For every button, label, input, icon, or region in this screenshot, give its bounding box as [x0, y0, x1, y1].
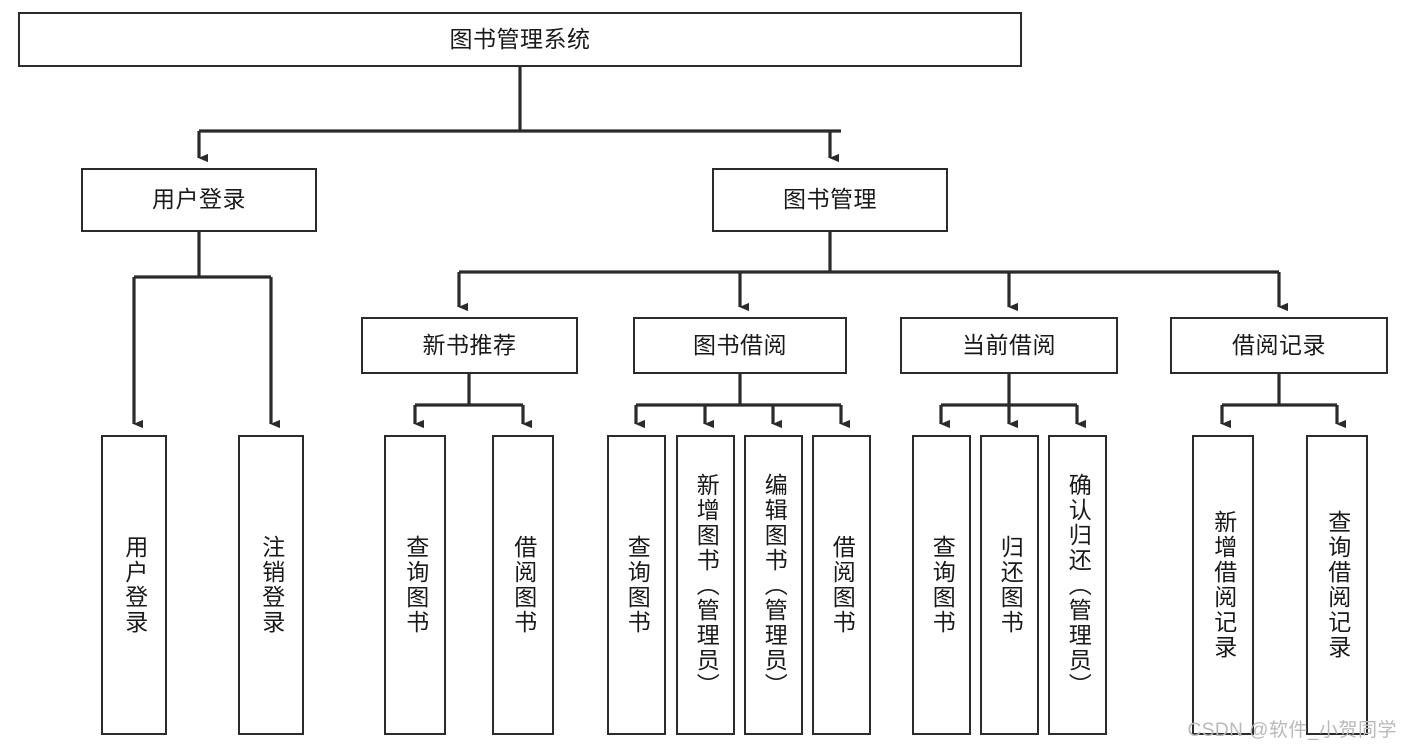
leaf-user-login-label: 用户登录 — [121, 535, 148, 635]
leaf-logout-label: 注销登录 — [258, 535, 285, 635]
leaf-recommend-query-book-label: 查询图书 — [402, 535, 429, 635]
leaf-user-login[interactable]: 用户登录 — [101, 435, 167, 735]
leaf-return-book[interactable]: 归还图书 — [980, 435, 1039, 735]
leaf-recommend-borrow-book-label: 借阅图书 — [510, 535, 537, 635]
leaf-add-borrow-record-label: 新增借阅记录 — [1210, 510, 1237, 660]
leaf-add-borrow-record[interactable]: 新增借阅记录 — [1192, 435, 1254, 735]
node-new-book-recommend[interactable]: 新书推荐 — [361, 317, 578, 374]
leaf-logout[interactable]: 注销登录 — [238, 435, 304, 735]
leaf-edit-book-admin[interactable]: 编辑图书（管理员） — [744, 435, 803, 735]
node-book-management-label: 图书管理 — [783, 186, 877, 213]
csdn-watermark: CSDN @软件_小贺同学 — [1187, 720, 1397, 741]
node-book-management[interactable]: 图书管理 — [712, 168, 948, 232]
leaf-borrow-borrow-book[interactable]: 借阅图书 — [812, 435, 871, 735]
leaf-borrow-borrow-book-label: 借阅图书 — [829, 535, 856, 635]
leaf-edit-book-admin-label: 编辑图书（管理员） — [761, 472, 788, 698]
node-current-borrow[interactable]: 当前借阅 — [900, 317, 1118, 374]
leaf-confirm-return-admin[interactable]: 确认归还（管理员） — [1048, 435, 1107, 735]
leaf-borrow-query-book-label: 查询图书 — [624, 535, 651, 635]
node-user-login-label: 用户登录 — [152, 186, 246, 213]
node-book-borrow[interactable]: 图书借阅 — [633, 317, 847, 374]
leaf-current-query-book[interactable]: 查询图书 — [912, 435, 971, 735]
leaf-recommend-borrow-book[interactable]: 借阅图书 — [492, 435, 554, 735]
node-root-label: 图书管理系统 — [449, 25, 591, 52]
node-new-book-recommend-label: 新书推荐 — [422, 331, 517, 358]
leaf-add-book-admin[interactable]: 新增图书（管理员） — [676, 435, 735, 735]
node-current-borrow-label: 当前借阅 — [962, 331, 1056, 358]
leaf-add-book-admin-label: 新增图书（管理员） — [693, 472, 720, 698]
leaf-return-book-label: 归还图书 — [997, 535, 1024, 635]
node-borrow-record[interactable]: 借阅记录 — [1170, 317, 1388, 374]
leaf-current-query-book-label: 查询图书 — [929, 535, 956, 635]
leaf-recommend-query-book[interactable]: 查询图书 — [384, 435, 446, 735]
node-root[interactable]: 图书管理系统 — [18, 12, 1022, 67]
leaf-confirm-return-admin-label: 确认归还（管理员） — [1065, 472, 1092, 698]
node-book-borrow-label: 图书借阅 — [693, 331, 787, 358]
node-user-login[interactable]: 用户登录 — [81, 168, 317, 232]
node-borrow-record-label: 借阅记录 — [1232, 331, 1326, 358]
leaf-query-borrow-record[interactable]: 查询借阅记录 — [1306, 435, 1368, 735]
leaf-borrow-query-book[interactable]: 查询图书 — [607, 435, 666, 735]
leaf-query-borrow-record-label: 查询借阅记录 — [1324, 510, 1351, 660]
